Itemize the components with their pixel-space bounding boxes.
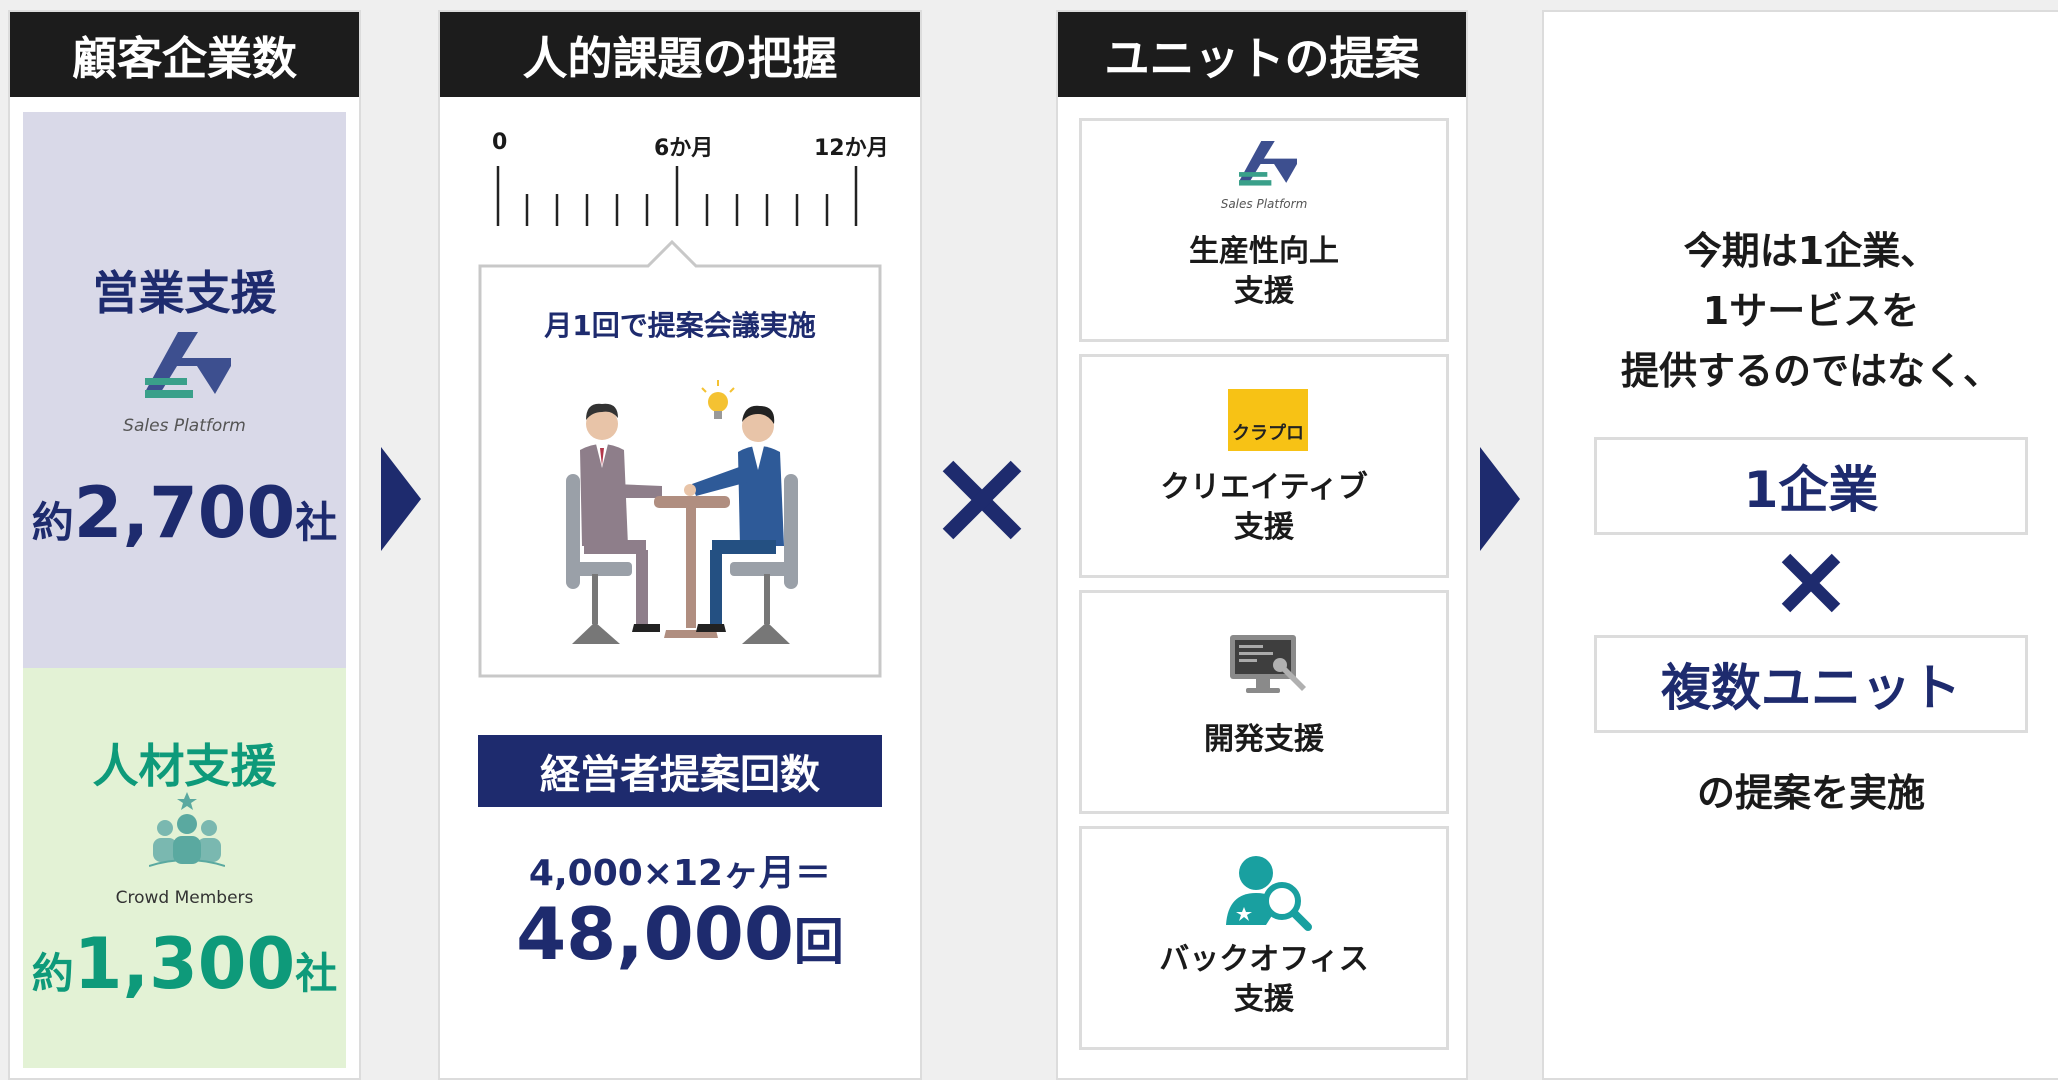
sales-customer-count: 約2,700社	[23, 472, 346, 554]
unit-label-line2: 支援	[1234, 510, 1294, 545]
multiply-icon	[1781, 553, 1841, 613]
column-issue-grasp: 人的課題の把握 0 6か月 12か月 月1回で提案会議実施	[438, 10, 922, 1080]
unit-card-backoffice: バックオフィス 支援	[1079, 826, 1449, 1050]
unit-label-line1: バックオフィス	[1159, 942, 1369, 977]
proposal-formula: 4,000×12ヶ月＝	[528, 853, 832, 894]
column-header: 人的課題の把握	[440, 12, 920, 97]
sales-support-title: 営業支援	[92, 266, 277, 320]
timeline-ruler	[496, 166, 858, 226]
arrow-right-icon	[1480, 447, 1520, 551]
hr-customer-count: 約1,300社	[23, 923, 346, 1005]
unit-card-creative: クラプロ クリエイティブ 支援	[1079, 354, 1449, 578]
unit-label-line1: クリエイティブ	[1160, 470, 1368, 505]
sales-platform-logo-text: Sales Platform	[1220, 197, 1308, 211]
sales-support-panel: 営業支援 Sales Platform 約2,700社	[23, 112, 346, 668]
sales-platform-logo-icon	[1239, 141, 1297, 186]
meeting-caption: 月1回で提案会議実施	[544, 309, 816, 342]
count-prefix: 約	[31, 949, 74, 998]
unit-label-line1: 生産性向上	[1189, 234, 1339, 269]
conclusion-line-1: 今期は1企業、	[1683, 229, 1939, 273]
one-company-label: 1企業	[1743, 461, 1879, 519]
sales-platform-logo-text: Sales Platform	[123, 416, 246, 436]
count-label-badge: 経営者提案回数	[478, 735, 882, 807]
column-customer-count: 顧客企業数 営業支援 Sales Platform 約2,700社 人材支援 C…	[8, 10, 361, 1080]
multiply-icon	[942, 460, 1022, 540]
column-conclusion: 今期は1企業、 1サービスを 提供するのではなく、 1企業 複数ユニット の提案…	[1542, 10, 2058, 1080]
total-number: 48,000	[516, 892, 794, 976]
kurapuro-logo-text: クラプロ	[1232, 423, 1304, 444]
timeline-label-end: 12か月	[814, 136, 889, 161]
unit-label-line1: 開発支援	[1204, 722, 1324, 757]
conclusion-line-2: 1サービスを	[1702, 289, 1920, 333]
count-prefix: 約	[31, 498, 74, 547]
multiple-units-label: 複数ユニット	[1661, 659, 1961, 717]
timeline-label-start: 0	[492, 130, 508, 155]
conclusion-line-3: 提供するのではなく、	[1620, 349, 2001, 393]
multiple-units-box: 複数ユニット	[1594, 635, 2028, 733]
count-suffix: 社	[295, 498, 338, 547]
column-unit-proposal: ユニットの提案 Sales Platform 生産性向上 支援 クラプロ クリエ…	[1056, 10, 1468, 1080]
business-meeting-illustration	[566, 380, 798, 644]
unit-label-line2: 支援	[1234, 982, 1294, 1017]
crowd-members-logo-text: Crowd Members	[115, 888, 254, 908]
total-unit: 回	[793, 913, 844, 971]
hr-support-panel: 人材支援 Crowd Members 約1,300社	[23, 668, 346, 1068]
hr-support-title: 人材支援	[92, 739, 277, 793]
unit-label-line2: 支援	[1234, 274, 1294, 309]
column-header: ユニットの提案	[1058, 12, 1466, 97]
unit-card-productivity: Sales Platform 生産性向上 支援	[1079, 118, 1449, 342]
count-suffix: 社	[295, 949, 338, 998]
count-number: 2,700	[73, 472, 296, 554]
kurapuro-logo: クラプロ	[1228, 389, 1308, 451]
count-number: 1,300	[73, 923, 296, 1005]
proposal-total: 48,000回	[440, 892, 920, 976]
crowd-members-logo-icon	[149, 792, 225, 867]
arrow-right-icon	[381, 447, 421, 551]
sales-platform-logo-icon	[145, 332, 231, 398]
column-header: 顧客企業数	[10, 12, 359, 97]
unit-card-development: 開発支援	[1079, 590, 1449, 814]
person-search-icon	[1226, 856, 1312, 931]
one-company-box: 1企業	[1594, 437, 2028, 535]
computer-tool-icon	[1230, 635, 1306, 693]
conclusion-footer: の提案を実施	[1696, 771, 1925, 815]
timeline-label-mid: 6か月	[654, 136, 714, 161]
